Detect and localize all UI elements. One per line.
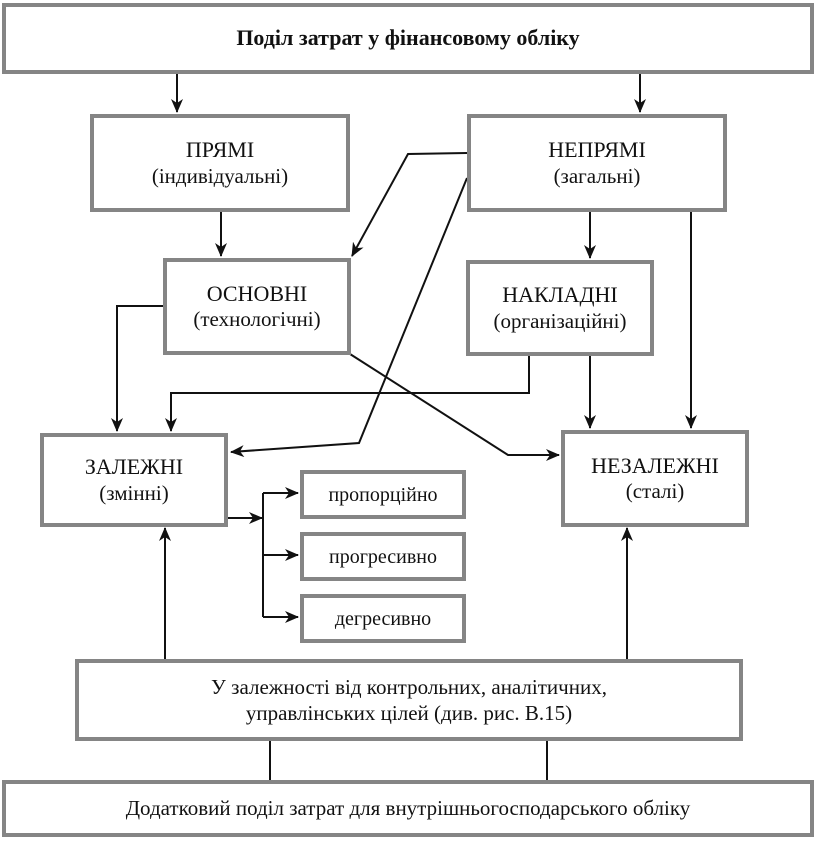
node-fixed-sublabel: (сталі) [625,479,685,504]
node-variable-label: ЗАЛЕЖНІ [84,454,184,480]
node-proportional: пропорційно [300,470,466,519]
node-purposes-line2: управлінських цілей (див. рис. В.15) [245,701,573,725]
edge-overhead-variable [165,355,530,432]
node-basic: ОСНОВНІ (технологічні) [163,258,351,355]
node-degressive: дегресивно [300,594,466,643]
node-purposes-line1: У залежності від контрольних, аналітични… [211,674,607,699]
node-fixed-label: НЕЗАЛЕЖНІ [591,452,719,478]
node-additional: Додатковий поділ затрат для внутрішнього… [2,780,814,837]
diagram-title: Поділ затрат у фінансовому обліку [236,25,580,51]
node-basic-sublabel: (технологічні) [193,307,321,332]
edge-basic-variable [111,305,163,432]
node-basic-label: ОСНОВНІ [206,280,308,306]
edge-basic-fixed [349,353,560,461]
title-box: Поділ затрат у фінансовому обліку [2,3,814,74]
node-variable: ЗАЛЕЖНІ (змінні) [40,433,228,527]
node-progressive: прогресивно [300,532,466,581]
node-purposes: У залежності від контрольних, аналітични… [75,659,743,741]
node-degressive-label: дегресивно [334,607,432,630]
edge-indirect-basic [351,152,468,257]
node-direct: ПРЯМІ (індивідуальні) [90,114,350,212]
node-indirect-sublabel: (загальні) [553,163,641,188]
node-direct-sublabel: (індивідуальні) [151,163,289,188]
edge-indirect-variable [230,177,468,458]
node-additional-label: Додатковий поділ затрат для внутрішнього… [125,796,691,821]
node-proportional-label: пропорційно [328,483,438,506]
node-indirect: НЕПРЯМІ (загальні) [467,114,727,212]
node-indirect-label: НЕПРЯМІ [548,137,646,163]
node-progressive-label: прогресивно [328,545,437,568]
node-direct-label: ПРЯМІ [185,137,255,163]
node-fixed: НЕЗАЛЕЖНІ (сталі) [561,430,749,527]
node-overhead-sublabel: (організаційні) [493,308,627,333]
node-variable-sublabel: (змінні) [99,480,169,505]
node-overhead-label: НАКЛАДНІ [502,282,618,308]
node-overhead: НАКЛАДНІ (організаційні) [466,260,654,356]
